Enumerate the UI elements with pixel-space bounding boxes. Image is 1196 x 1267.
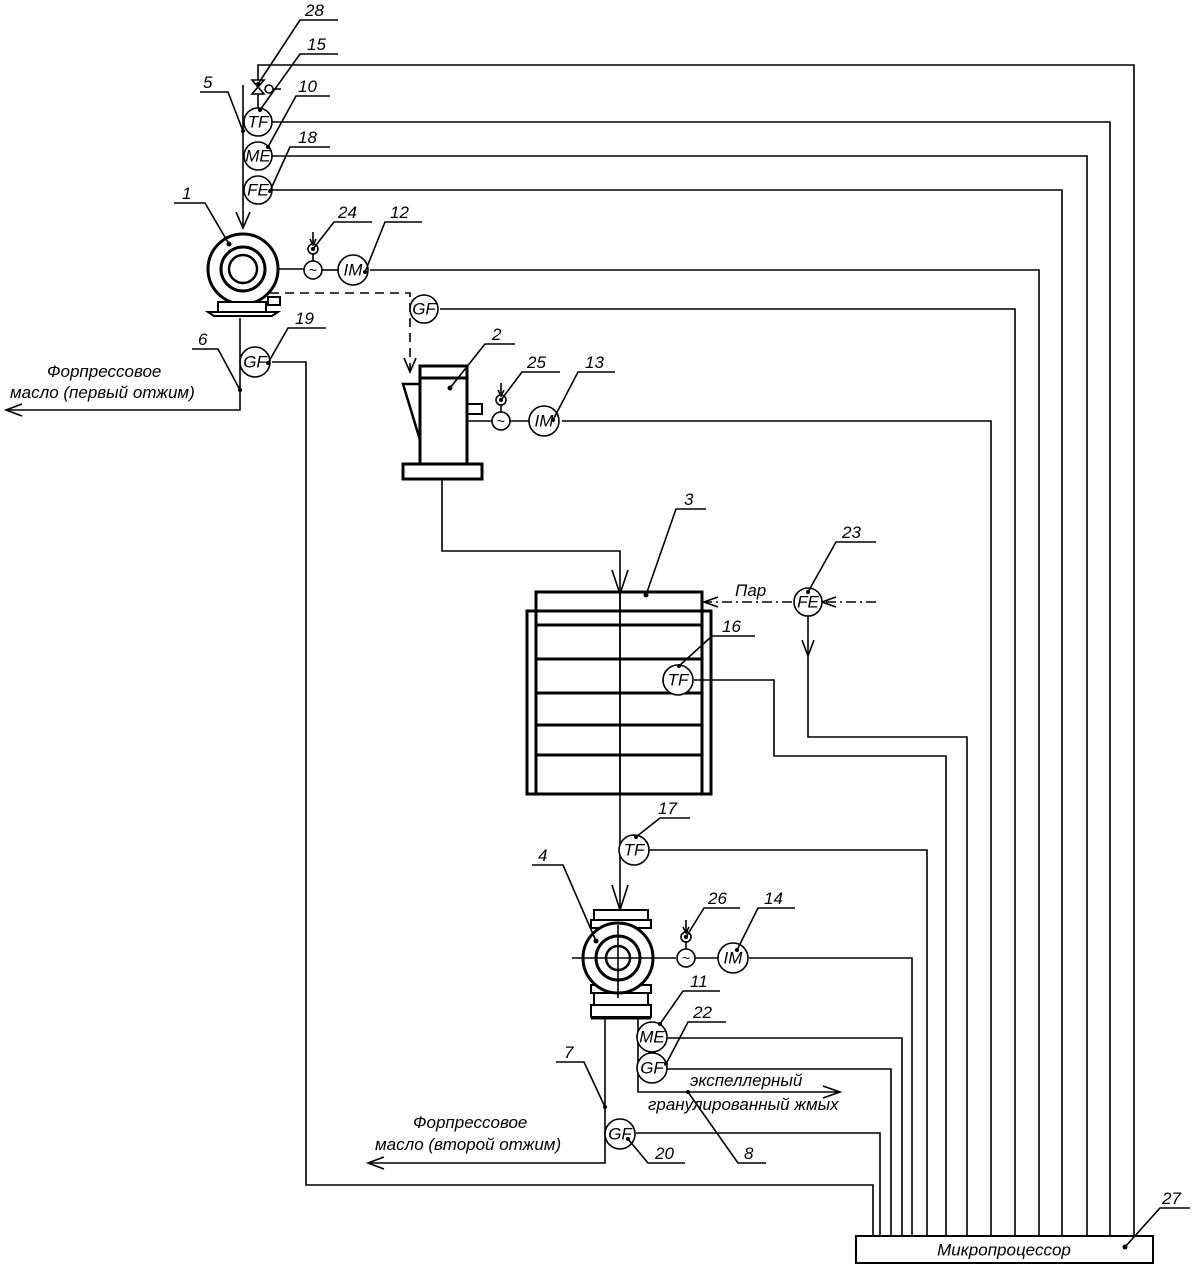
equipment-1-prepress[interactable]	[204, 232, 306, 317]
frequency-converter-25[interactable]: ~	[491, 383, 529, 431]
signal-line-10	[272, 155, 1088, 1236]
svg-text:IM: IM	[344, 261, 364, 280]
instrument-16-tf[interactable]: TF	[662, 664, 694, 696]
instrument-19-gf[interactable]: GF	[239, 346, 271, 378]
instrument-12-im[interactable]: IM	[337, 254, 369, 286]
label-16: 16	[722, 617, 741, 636]
svg-text:FE: FE	[797, 593, 819, 612]
signal-line-17	[649, 849, 928, 1236]
label-10: 10	[298, 77, 317, 96]
signal-line-23	[807, 614, 968, 1236]
signal-line-18	[272, 189, 1063, 1236]
svg-text:GF: GF	[640, 1059, 665, 1078]
label-12: 12	[390, 203, 409, 222]
label-13: 13	[585, 353, 604, 372]
instrument-23-fe[interactable]: FE	[793, 587, 823, 617]
instrument-10-me[interactable]: ME	[243, 141, 273, 171]
svg-text:ME: ME	[245, 147, 271, 166]
equipment-4-expeller[interactable]	[572, 909, 676, 1020]
svg-text:FE: FE	[247, 181, 269, 200]
signal-line-13	[562, 420, 992, 1236]
label-7: 7	[564, 1043, 574, 1062]
label-14: 14	[764, 889, 783, 908]
label-15: 15	[307, 35, 326, 54]
svg-text:TF: TF	[248, 113, 270, 132]
label-27: 27	[1161, 1189, 1181, 1208]
label-25: 25	[526, 353, 546, 372]
label-5: 5	[203, 73, 213, 92]
svg-text:~: ~	[309, 262, 317, 278]
svg-text:IM: IM	[724, 949, 744, 968]
label-6: 6	[198, 330, 208, 349]
oil-second-press-label-1: Форпрессовое	[413, 1113, 527, 1132]
frequency-converter-26[interactable]: ~	[676, 920, 718, 968]
label-22: 22	[692, 1003, 712, 1022]
label-3: 3	[684, 490, 694, 509]
material-lines	[3, 85, 876, 1170]
instrument-11-me[interactable]: ME	[636, 1021, 668, 1053]
instrument-15-tf[interactable]: TF	[243, 107, 273, 137]
svg-text:GF: GF	[412, 300, 437, 319]
label-24: 24	[337, 203, 357, 222]
label-23: 23	[841, 523, 861, 542]
leaders: 28 15 5 10 18 1 24 12 19 6 2 25 13 3 23 …	[174, 1, 1190, 1248]
steam-label: Пар	[735, 581, 766, 600]
oil-second-press-label-2: масло (второй отжим)	[375, 1135, 561, 1154]
svg-text:TF: TF	[624, 841, 646, 860]
signal-line-12	[370, 269, 1040, 1236]
signal-lines	[257, 64, 1135, 1236]
signal-line-22	[667, 1068, 892, 1236]
signal-line-21	[440, 308, 1016, 1236]
signal-line-28	[257, 64, 1135, 1236]
signal-line-16	[694, 679, 947, 1236]
label-8: 8	[744, 1144, 754, 1163]
instrument-21-gf[interactable]: GF	[409, 294, 439, 324]
oil-first-press-label-1: Форпрессовое	[47, 362, 161, 381]
instrument-22-gf[interactable]: GF	[636, 1052, 668, 1084]
svg-text:ME: ME	[639, 1028, 665, 1047]
svg-text:IM: IM	[535, 412, 555, 431]
svg-text:TF: TF	[668, 671, 690, 690]
label-11: 11	[690, 972, 708, 991]
signal-line-15	[272, 121, 1111, 1236]
svg-text:~: ~	[497, 413, 505, 429]
equipment-2-crusher[interactable]	[401, 364, 492, 481]
label-1: 1	[182, 184, 191, 203]
instrument-20-gf[interactable]: GF	[604, 1118, 636, 1150]
equipment-3-conditioner[interactable]	[525, 590, 713, 796]
instrument-13-im[interactable]: IM	[528, 405, 560, 437]
label-20: 20	[654, 1144, 674, 1163]
signal-line-19	[272, 361, 874, 1236]
label-19: 19	[295, 309, 314, 328]
label-4: 4	[538, 846, 547, 865]
microprocessor-27[interactable]: Микропроцессор	[855, 1235, 1154, 1264]
label-18: 18	[298, 128, 317, 147]
svg-text:~: ~	[682, 950, 690, 966]
svg-text:GF: GF	[243, 353, 268, 372]
cake-label-2: гранулированный жмых	[648, 1095, 839, 1114]
label-26: 26	[707, 889, 727, 908]
label-17: 17	[658, 799, 677, 818]
instrument-14-im[interactable]: IM	[717, 942, 749, 974]
cake-label-1: экспеллерный	[690, 1071, 803, 1090]
signal-line-11	[667, 1037, 903, 1236]
label-28: 28	[304, 1, 324, 20]
svg-text:Микропроцессор: Микропроцессор	[937, 1241, 1071, 1260]
instrument-18-fe[interactable]: FE	[243, 175, 273, 205]
label-2: 2	[491, 325, 502, 344]
instrument-17-tf[interactable]: TF	[618, 834, 650, 866]
signal-line-14	[749, 957, 913, 1236]
oil-first-press-label-2: масло (первый отжим)	[10, 383, 195, 402]
